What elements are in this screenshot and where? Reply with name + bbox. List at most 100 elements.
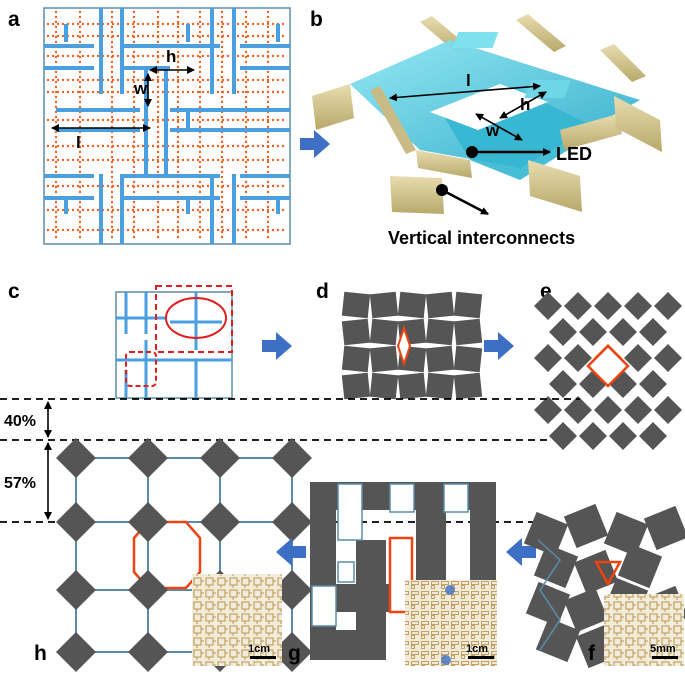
grid-dot bbox=[266, 78, 270, 82]
grid-dot bbox=[244, 100, 248, 104]
grid-dot bbox=[110, 215, 114, 219]
grid-dot bbox=[54, 190, 58, 194]
island bbox=[564, 292, 592, 320]
grid-dot bbox=[132, 180, 136, 184]
grid-dot bbox=[191, 144, 195, 148]
grid-dot bbox=[156, 190, 160, 194]
grid-dot bbox=[196, 158, 200, 162]
grid-dot bbox=[61, 54, 65, 58]
grid-dot bbox=[206, 228, 210, 232]
grid-dot bbox=[51, 144, 55, 148]
grid-dot bbox=[211, 144, 215, 148]
grid-dot bbox=[266, 180, 270, 184]
island bbox=[369, 345, 399, 373]
grid-dot bbox=[111, 184, 115, 188]
grid-dot bbox=[201, 228, 205, 232]
grid-dot bbox=[181, 208, 185, 212]
highlight-diamond bbox=[396, 324, 412, 368]
grid-dot bbox=[266, 50, 270, 54]
grid-dot bbox=[54, 170, 58, 174]
grid-dot bbox=[141, 208, 145, 212]
grid-dot bbox=[54, 145, 58, 149]
grid-dot bbox=[176, 105, 180, 109]
grid-dot bbox=[216, 144, 220, 148]
grid-dot bbox=[244, 25, 248, 29]
grid-dot bbox=[54, 20, 58, 24]
grid-dot bbox=[266, 20, 270, 24]
grid-dot bbox=[81, 144, 85, 148]
grid-dot bbox=[206, 22, 210, 26]
grid-dot bbox=[244, 225, 248, 229]
grid-dot bbox=[156, 34, 160, 38]
grid-dot bbox=[71, 144, 75, 148]
grid-dot bbox=[226, 184, 230, 188]
grid-dot bbox=[266, 40, 270, 44]
grid-dot bbox=[281, 90, 285, 94]
island bbox=[341, 345, 371, 373]
grid-dot bbox=[51, 158, 55, 162]
grid-dot bbox=[78, 85, 82, 89]
grid-dot bbox=[111, 34, 115, 38]
grid-dot bbox=[246, 90, 250, 94]
grid-dot bbox=[216, 184, 220, 188]
island bbox=[56, 502, 96, 542]
grid-dot bbox=[226, 54, 230, 58]
dim-w-label: w bbox=[485, 121, 500, 140]
grid-dot bbox=[220, 100, 224, 104]
grid-dot bbox=[171, 54, 175, 58]
grid-dot bbox=[66, 118, 70, 122]
grid-dot bbox=[110, 15, 114, 19]
island bbox=[272, 502, 312, 542]
grid-dot bbox=[56, 90, 60, 94]
grid-dot bbox=[71, 118, 75, 122]
grid-dot bbox=[76, 34, 80, 38]
grid-dot bbox=[46, 22, 50, 26]
grid-dot bbox=[276, 118, 280, 122]
grid-dot bbox=[206, 118, 210, 122]
island bbox=[579, 422, 607, 450]
grid-dot bbox=[141, 144, 145, 148]
grid-dot bbox=[176, 135, 180, 139]
grid-dot bbox=[81, 118, 85, 122]
grid-dot bbox=[271, 22, 275, 26]
grid-dot bbox=[246, 228, 250, 232]
grid-dot bbox=[110, 10, 114, 14]
grid-dot bbox=[54, 215, 58, 219]
grid-dot bbox=[86, 78, 90, 82]
grid-dot bbox=[198, 100, 202, 104]
grid-dot bbox=[266, 85, 270, 89]
grid-dot bbox=[86, 34, 90, 38]
grid-dot bbox=[78, 70, 82, 74]
grid-dot bbox=[206, 34, 210, 38]
grid-dot bbox=[54, 160, 58, 164]
grid-dot bbox=[181, 34, 185, 38]
grid-dot bbox=[106, 184, 110, 188]
grid-dot bbox=[132, 160, 136, 164]
grid-dot bbox=[78, 25, 82, 29]
grid-dot bbox=[191, 158, 195, 162]
island bbox=[564, 344, 592, 372]
grid-dot bbox=[110, 225, 114, 229]
grid-dot bbox=[266, 225, 270, 229]
dim-h-label: h bbox=[520, 95, 530, 114]
grid-dot bbox=[246, 54, 250, 58]
grid-dot bbox=[131, 208, 135, 212]
grid-dot bbox=[78, 200, 82, 204]
grid-dot bbox=[78, 150, 82, 154]
grid-dot bbox=[181, 184, 185, 188]
grid-dot bbox=[151, 34, 155, 38]
grid-dot bbox=[78, 120, 82, 124]
island bbox=[534, 292, 562, 320]
scale-label: 1cm bbox=[248, 643, 270, 655]
grid-dot bbox=[201, 158, 205, 162]
panel-a-dimensions bbox=[51, 66, 195, 132]
grid-dot bbox=[266, 118, 270, 122]
grid-dot bbox=[198, 50, 202, 54]
grid-dot bbox=[271, 34, 275, 38]
grid-dot bbox=[136, 158, 140, 162]
grid-dot bbox=[266, 80, 270, 84]
panel-e-label: e bbox=[540, 280, 552, 303]
highlight-box-small bbox=[125, 351, 157, 387]
grid-dot bbox=[91, 78, 95, 82]
